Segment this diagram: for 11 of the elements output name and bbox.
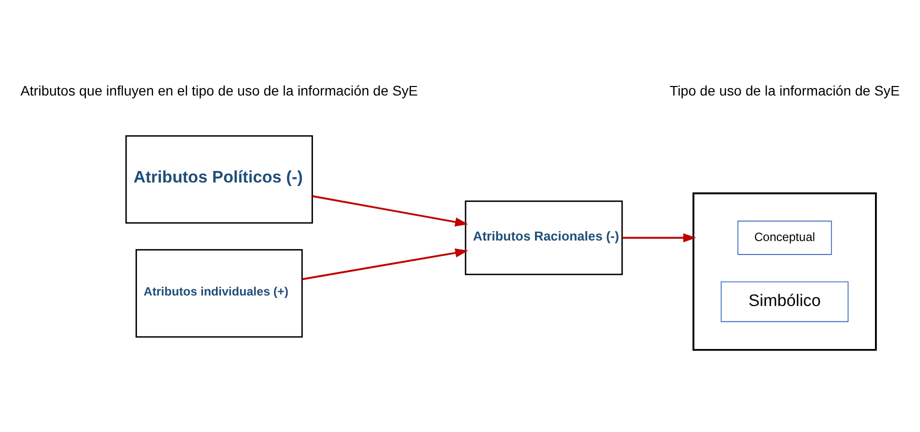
- label: Tipo de uso de la información de SyE: [670, 82, 900, 98]
- arrow: [302, 248, 468, 280]
- node-box: Atributos Políticos (-): [125, 134, 313, 224]
- arrow: [622, 232, 696, 242]
- node-box: Atributos individuales (+): [136, 248, 303, 338]
- cluster: [692, 192, 877, 350]
- label: Atributos que influyen en el tipo de uso de la información de SyE: [20, 82, 418, 98]
- arrow: [312, 194, 468, 226]
- node-box: Atributos Racionales (-): [464, 200, 623, 275]
- node-box: Conceptual: [737, 220, 832, 254]
- node-box: Simbólico: [720, 280, 849, 322]
